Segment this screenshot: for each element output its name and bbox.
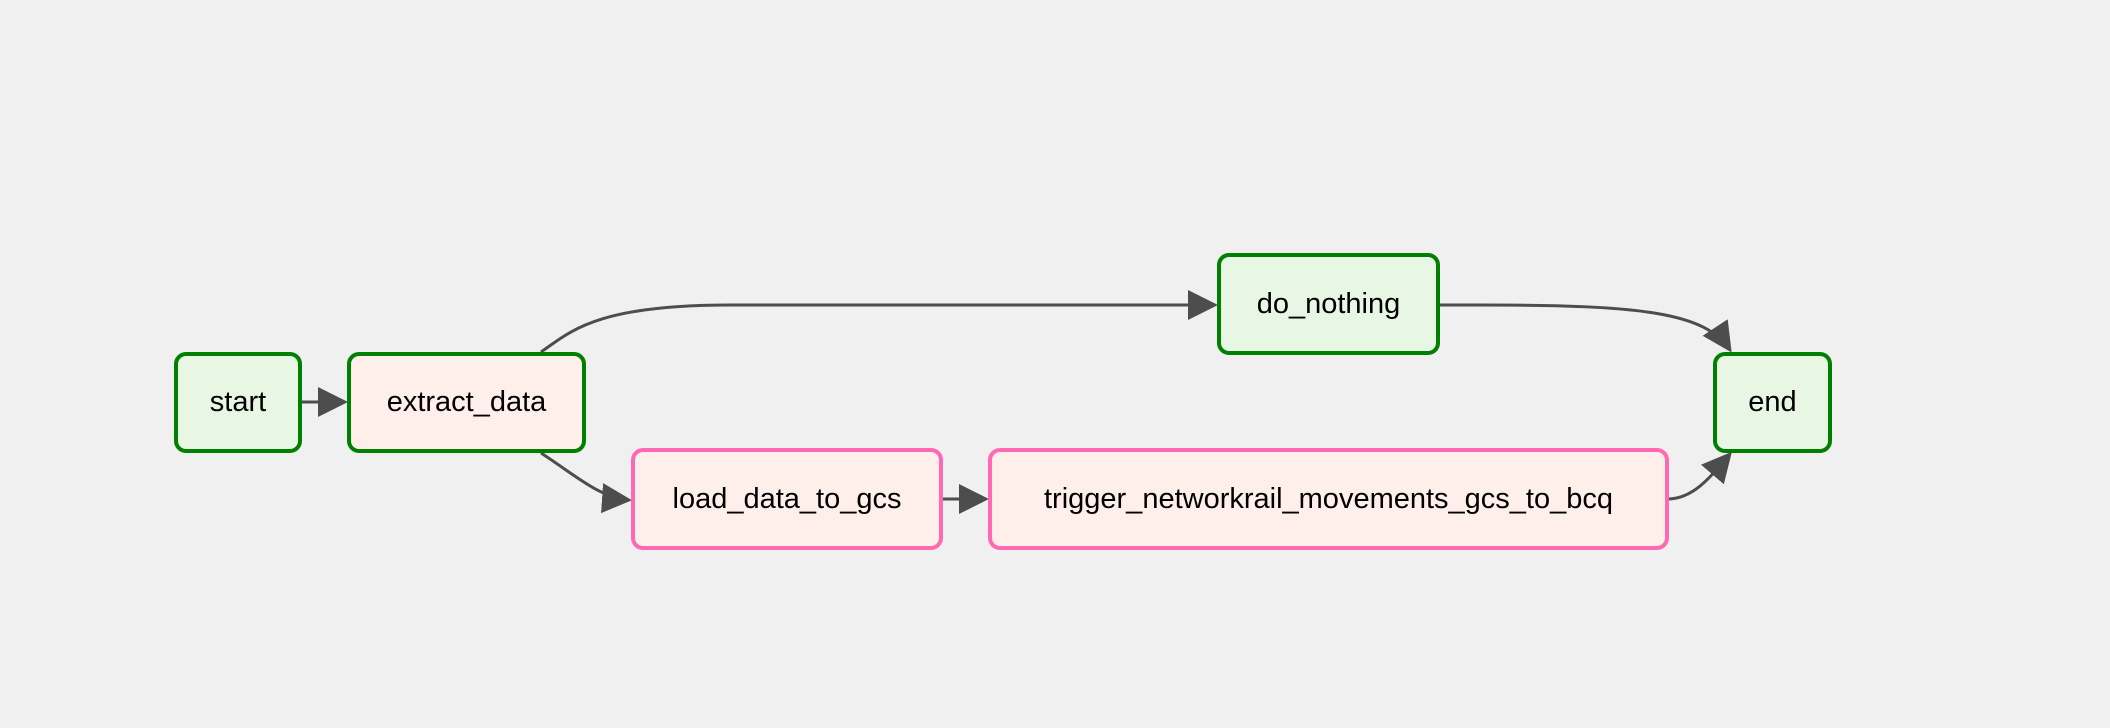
- edge-extract-data-to-do-nothing: [540, 290, 1218, 354]
- edge-extract-data-to-load-data-to-gcs: [540, 451, 632, 514]
- task-node-label: do_nothing: [1256, 287, 1401, 320]
- edge-do-nothing-to-end: [1440, 303, 1732, 353]
- task-node-start[interactable]: start: [174, 352, 302, 453]
- task-node-label: load_data_to_gcs: [672, 482, 902, 515]
- task-node-end[interactable]: end: [1713, 352, 1832, 453]
- task-node-label: extract_data: [386, 386, 547, 418]
- task-node-extract-data[interactable]: extract_data: [347, 352, 586, 453]
- task-node-label: start: [209, 386, 267, 418]
- edge-trigger-networkrail-movements-gcs-to-bcq-to-end: [1668, 451, 1732, 501]
- task-node-trigger-networkrail-movements-gcs-to-bcq[interactable]: trigger_networkrail_movements_gcs_to_bcq: [988, 448, 1669, 550]
- task-node-label: trigger_networkrail_movements_gcs_to_bcq: [1043, 482, 1613, 515]
- task-node-label: end: [1748, 386, 1797, 418]
- task-node-do-nothing[interactable]: do_nothing: [1217, 253, 1440, 355]
- task-node-load-data-to-gcs[interactable]: load_data_to_gcs: [631, 448, 943, 550]
